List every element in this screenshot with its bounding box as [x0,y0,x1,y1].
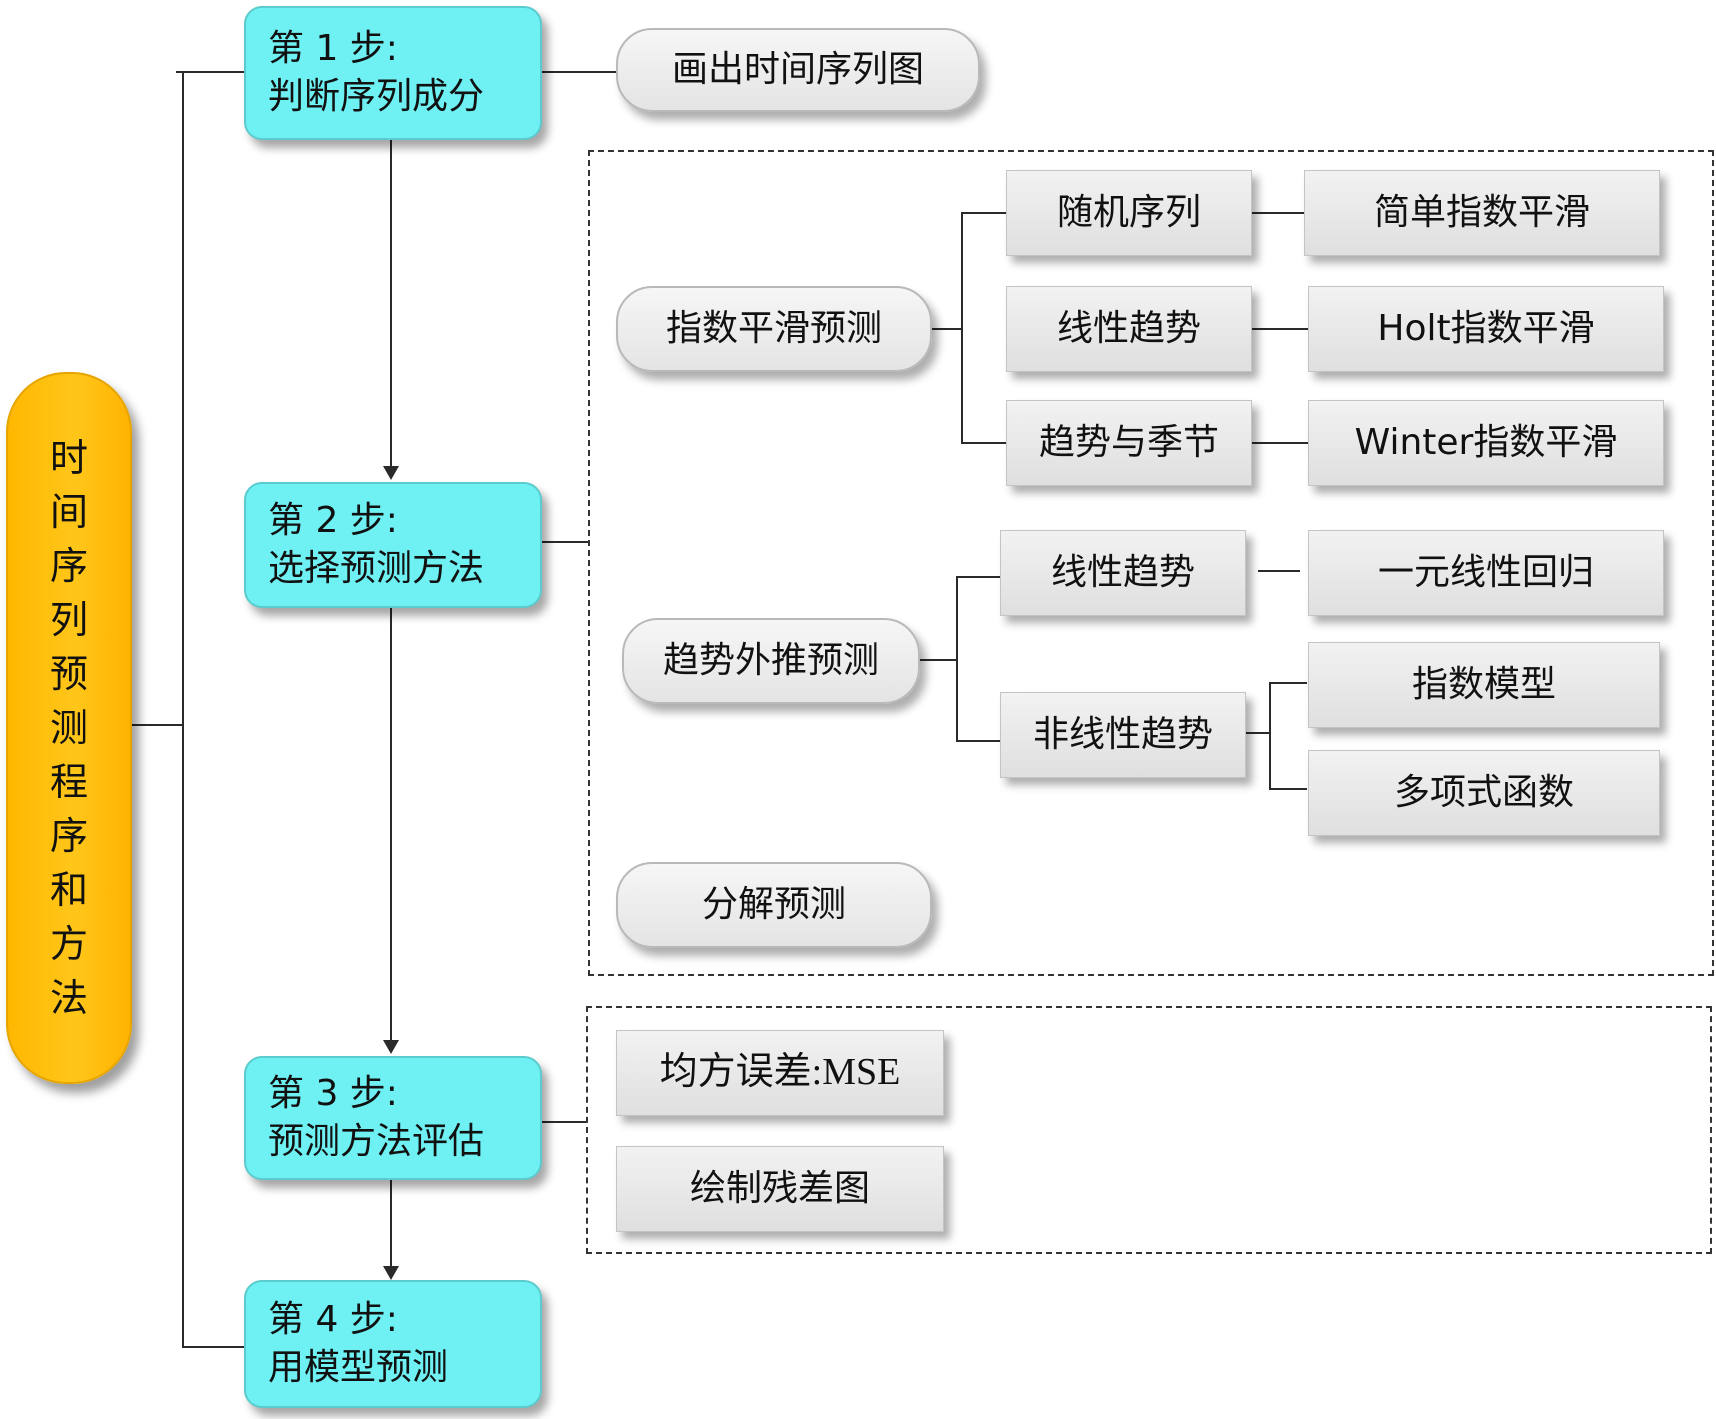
exponential-model-node: 指数模型 [1308,642,1660,728]
method-selection-panel [588,150,1714,976]
connector [1269,682,1307,684]
connector [390,1180,392,1270]
connector [542,71,618,73]
root-char: 序 [49,544,88,588]
root-char: 时 [49,436,88,480]
step-4-node: 第 4 步: 用模型预测 [244,1280,542,1408]
root-char: 序 [49,814,88,858]
residual-plot-node: 绘制残差图 [616,1146,944,1232]
step-2-node: 第 2 步: 选择预测方法 [244,482,542,608]
step-label: 第 1 步: [268,28,398,69]
connector [1252,442,1308,444]
connector [1269,682,1271,790]
connector [182,71,184,1348]
connector [961,212,963,444]
root-char: 和 [49,868,88,912]
simple-exp-smoothing-node: 简单指数平滑 [1304,170,1660,256]
connector [1269,788,1307,790]
exponential-smoothing-node: 指数平滑预测 [616,286,932,372]
decomposition-node: 分解预测 [616,862,932,948]
root-char: 法 [49,976,88,1020]
root-char: 列 [49,598,88,642]
random-series-node: 随机序列 [1006,170,1252,256]
connector [956,576,1000,578]
trend-extrapolation-node: 趋势外推预测 [622,618,920,704]
connector [182,1346,244,1348]
connector [1252,212,1304,214]
winter-smoothing-node: Winter指数平滑 [1308,400,1664,486]
step-title: 判断序列成分 [268,76,485,117]
holt-smoothing-node: Holt指数平滑 [1308,286,1664,372]
step-title: 选择预测方法 [268,548,485,589]
step-1-node: 第 1 步: 判断序列成分 [244,6,542,140]
connector [132,724,184,726]
step-label: 第 3 步: [268,1073,398,1114]
nonlinear-trend-node: 非线性趋势 [1000,692,1246,778]
step-label: 第 2 步: [268,500,398,541]
step-3-node: 第 3 步: 预测方法评估 [244,1056,542,1180]
root-char: 预 [49,652,88,696]
connector [390,608,392,1044]
step-label: 第 4 步: [268,1299,398,1340]
trend-seasonal-node: 趋势与季节 [1006,400,1252,486]
root-char: 间 [49,490,88,534]
arrow-head [383,466,399,480]
connector [542,1121,586,1123]
arrow-head [383,1266,399,1280]
connector [961,442,1006,444]
step-title: 预测方法评估 [268,1121,485,1162]
step-title: 用模型预测 [268,1347,449,1388]
polynomial-function-node: 多项式函数 [1308,750,1660,836]
connector [176,71,244,73]
connector [956,740,1000,742]
connector [1258,570,1300,572]
connector [920,659,957,661]
connector [1252,328,1308,330]
connector [961,212,1006,214]
root-char: 方 [49,922,88,966]
connector [1246,732,1270,734]
connector [390,140,392,474]
linear-trend-node-2: 线性趋势 [1000,530,1246,616]
root-char: 程 [49,760,88,804]
mse-node: 均方误差:MSE [616,1030,944,1116]
arrow-head [383,1040,399,1054]
linear-regression-node: 一元线性回归 [1308,530,1664,616]
root-node: 时 间 序 列 预 测 程 序 和 方 法 [6,372,132,1084]
linear-trend-node: 线性趋势 [1006,286,1252,372]
time-series-plot-node: 画出时间序列图 [616,28,980,112]
connector [956,576,958,742]
evaluation-panel [586,1006,1712,1254]
connector [542,541,590,543]
connector [932,328,962,330]
root-char: 测 [49,706,88,750]
